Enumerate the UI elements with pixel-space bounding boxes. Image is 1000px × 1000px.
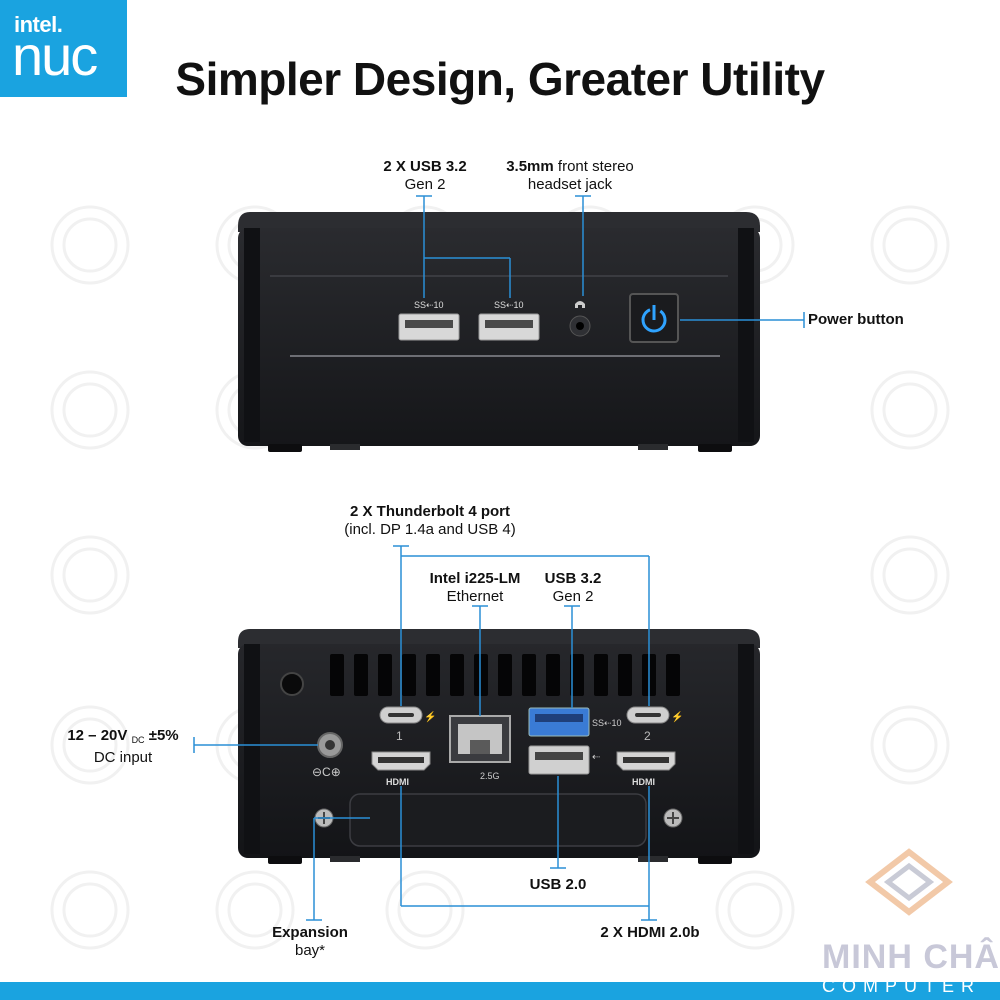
dc-input-label: 12 – 20V DC ±5%DC input [67,727,179,766]
usb32-ss10-text: SS⇠10 [592,718,622,728]
lock-slot-icon [280,672,304,696]
svg-text:⚡: ⚡ [671,710,683,723]
rear-vents [330,654,680,696]
hdmi-port-2 [616,751,676,771]
thunderbolt-label: 2 X Thunderbolt 4 port(incl. DP 1.4a and… [344,503,516,538]
thunderbolt-port-2: ⚡ [626,706,683,724]
intel-nuc-logo: intel. nuc [0,0,127,97]
tb1-number: 1 [396,729,403,743]
hdmi-text-1: HDMI [386,777,409,787]
ethernet-port [449,715,511,763]
rear-usb20-port: ⇠ [528,745,600,775]
brand-name: MINH CHÂU [822,938,1000,976]
brand-mark: MINH CHÂU COMPUTER [818,938,1000,1000]
bottom-accent-bar [0,982,1000,1000]
power-button-label: Power button [808,311,904,328]
svg-text:SS⇠10: SS⇠10 [494,300,524,310]
eth-speed-text: 2.5G [480,771,500,781]
brand-sub: COMPUTER [822,976,981,996]
screw-icon-right [663,808,683,828]
hdmi-port-1 [371,751,431,771]
rear-usb32-port [528,707,590,737]
rear-leader-lines [193,545,657,921]
power-button[interactable] [629,293,679,343]
logo-nuc-text: nuc [12,24,98,87]
svg-text:⊖C⊕: ⊖C⊕ [312,765,341,779]
front-panel-device: SS⇠10 SS⇠10 [238,195,805,452]
front-usb-port-1: SS⇠10 [398,300,460,341]
page-title: Simpler Design, Greater Utility [175,53,825,105]
svg-text:⇠: ⇠ [592,752,600,763]
hdmi-label: 2 X HDMI 2.0b [600,924,700,941]
front-top-lid [238,212,760,232]
thunderbolt-port-1: ⚡ [379,706,436,724]
front-leader-lines [416,195,805,328]
svg-text:⚡: ⚡ [424,710,436,723]
expansion-bay-panel [349,793,647,847]
logo-intel-text: intel. [14,12,63,37]
usb20-label: USB 2.0 [529,876,587,893]
front-usb-port-2: SS⇠10 [478,300,540,341]
brand-logo-icon [865,848,953,916]
hdmi-text-2: HDMI [632,777,655,787]
svg-text:SS⇠10: SS⇠10 [414,300,444,310]
headset-jack [569,301,591,337]
tb2-number: 2 [644,729,651,743]
